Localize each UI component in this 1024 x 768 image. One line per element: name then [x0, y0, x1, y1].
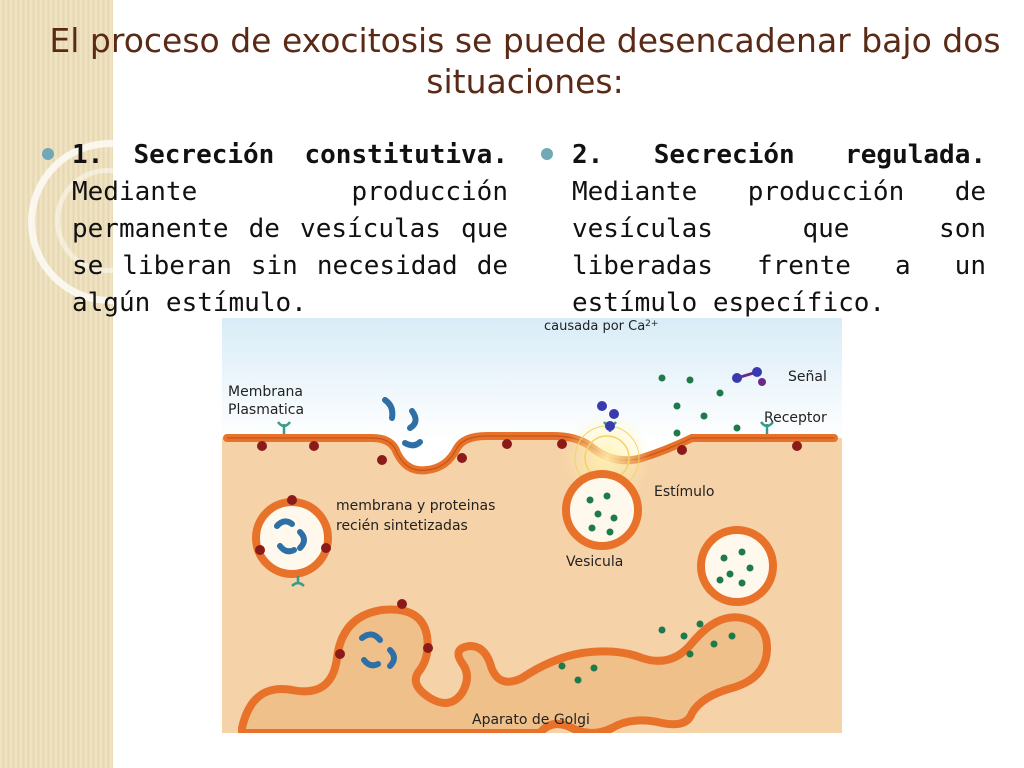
- right-heading: 2. Secreción regulada.: [572, 140, 986, 170]
- regulated-vesicle-middle: [697, 526, 777, 606]
- extracellular-space: [222, 318, 842, 440]
- label-vesicle: Vesicula: [566, 554, 623, 570]
- decorative-stripe: [0, 0, 113, 768]
- bullet-dot-right: [541, 148, 553, 160]
- bullet-dot-left: [42, 148, 54, 160]
- decorative-ring-inner: [55, 168, 160, 273]
- left-body: Mediante producción permanente de vesícu…: [72, 177, 508, 318]
- signal-molecule: [732, 367, 766, 386]
- decorative-ring: [28, 140, 192, 304]
- right-paragraph: 2. Secreción regulada. Mediante producci…: [572, 137, 986, 322]
- membrane-proteins: [257, 439, 802, 465]
- regulated-vesicle-top: [562, 470, 642, 550]
- left-column: 1. Secreción constitutiva. Mediante prod…: [72, 137, 508, 322]
- left-heading: 1. Secreción constitutiva.: [72, 140, 508, 170]
- label-receptor: Receptor: [764, 410, 827, 426]
- label-membrane-line2: Plasmatica: [228, 402, 304, 418]
- exocytosis-diagram: causada por Ca2+ Membrana Plasmatica Señ…: [222, 318, 842, 733]
- signal-on-receptor: [597, 401, 619, 431]
- left-paragraph: 1. Secreción constitutiva. Mediante prod…: [72, 137, 508, 322]
- constitutive-vesicle: [252, 495, 332, 587]
- label-new-membrane-line1: membrana y proteinas: [336, 498, 495, 514]
- label-stimulus: Estímulo: [654, 484, 714, 500]
- label-membrane-line1: Membrana: [228, 384, 303, 400]
- label-signal: Señal: [788, 369, 827, 385]
- right-column: 2. Secreción regulada. Mediante producci…: [572, 137, 986, 322]
- label-caused-by-calcium: causada por Ca2+: [544, 319, 658, 334]
- label-golgi: Aparato de Golgi: [472, 712, 590, 728]
- secreted-proteins: [382, 397, 423, 449]
- right-body: Mediante producción de vesículas que son…: [572, 177, 986, 318]
- golgi-apparatus: [238, 599, 771, 733]
- label-new-membrane-line2: recién sintetizadas: [336, 518, 468, 534]
- released-cargo: [658, 374, 741, 437]
- slide-title: El proceso de exocitosis se puede desenc…: [49, 21, 1001, 101]
